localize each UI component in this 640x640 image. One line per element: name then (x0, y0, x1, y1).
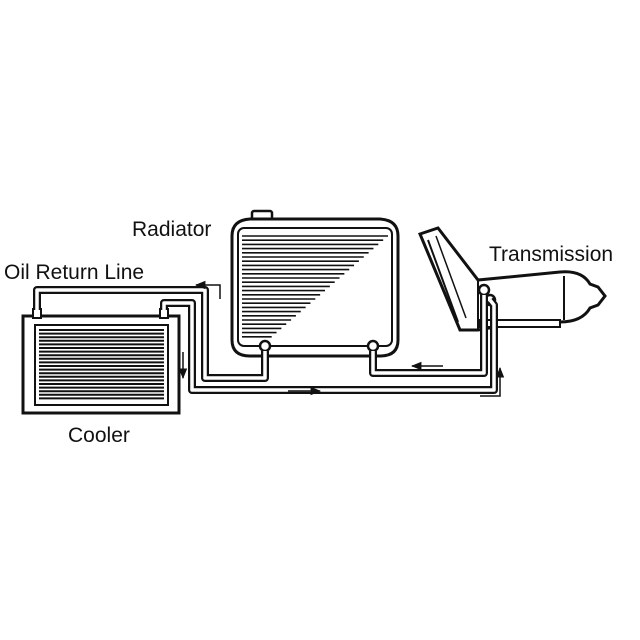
flow-arrow-up (480, 366, 505, 397)
cooler-fitting-left (32, 308, 42, 319)
transmission-label: Transmission (489, 243, 614, 266)
cooler-fins (39, 329, 164, 400)
radiator-fins (242, 235, 388, 338)
radiator-outlet-fitting (258, 339, 272, 353)
oil-return-line-label: Oil Return Line (4, 261, 145, 284)
cooler (21, 308, 181, 415)
radiator (230, 209, 400, 358)
flow-arrow-return (194, 280, 221, 299)
oil-lines (33, 286, 498, 394)
transmission-fitting-upper (477, 283, 491, 297)
radiator-label: Radiator (132, 218, 212, 241)
cooler-fitting-right (159, 308, 169, 319)
flow-arrows (178, 280, 505, 397)
cooler-label: Cooler (68, 424, 130, 447)
radiator-inlet-fitting (366, 339, 380, 353)
